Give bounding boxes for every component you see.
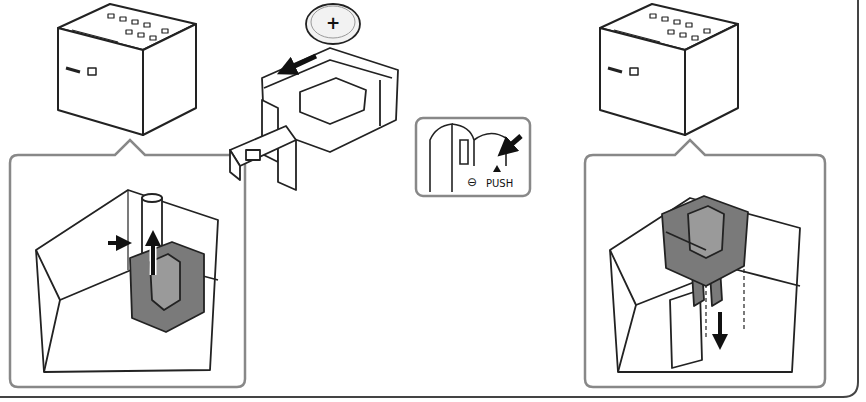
battery-holder [230, 48, 398, 190]
polarity-symbol: ⊖ [467, 176, 477, 188]
callout-panel [585, 140, 825, 387]
device-cube [600, 4, 738, 135]
push-label: PUSH [486, 179, 513, 189]
device-cube [58, 4, 196, 135]
battery-bay-view [36, 190, 218, 372]
page-frame [0, 0, 858, 397]
holder-insertion-view [610, 196, 800, 372]
push-detail-inset [416, 118, 530, 196]
polarity-mark: + [326, 15, 340, 32]
coin-battery [286, 4, 360, 70]
callout-panel [10, 140, 245, 387]
